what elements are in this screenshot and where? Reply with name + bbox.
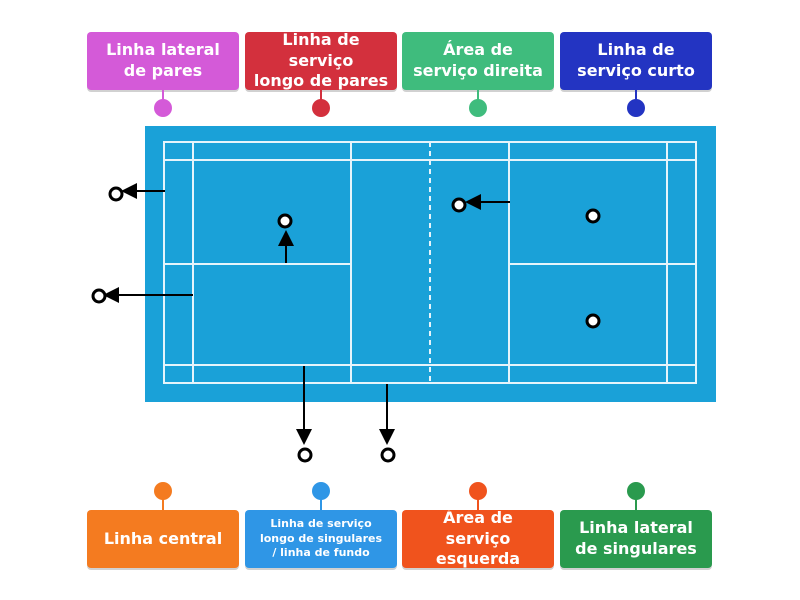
pin-dot: [312, 99, 330, 117]
label-left-service-area[interactable]: Área de serviço esquerda: [402, 508, 554, 568]
target-baseline[interactable]: [380, 447, 396, 463]
target-doubles-long-service[interactable]: [297, 447, 313, 463]
drop-targets: [91, 186, 601, 463]
target-doubles-sideline[interactable]: [108, 186, 124, 202]
target-right-service-area[interactable]: [585, 208, 601, 224]
label-singles-long-service[interactable]: Linha de serviço longo de singulares / l…: [245, 510, 397, 568]
pin-dot: [154, 482, 172, 500]
target-center-line[interactable]: [277, 213, 293, 229]
pin-stem: [477, 90, 479, 104]
pin-dot: [627, 99, 645, 117]
target-singles-sideline[interactable]: [91, 288, 107, 304]
label-short-service[interactable]: Linha de serviço curto: [560, 32, 712, 90]
pin-dot: [312, 482, 330, 500]
label-doubles-sideline[interactable]: Linha lateral de pares: [87, 32, 239, 90]
court-lines: [163, 141, 697, 384]
pin-stem: [162, 496, 164, 510]
pin-dot: [154, 99, 172, 117]
pin-stem: [635, 496, 637, 510]
label-doubles-long-service[interactable]: Linha de serviço longo de pares: [245, 30, 397, 90]
label-right-service-area[interactable]: Área de serviço direita: [402, 32, 554, 90]
pin-stem: [477, 496, 479, 510]
pin-dot: [627, 482, 645, 500]
target-left-service-area[interactable]: [585, 313, 601, 329]
pin-dot: [469, 99, 487, 117]
label-singles-sideline[interactable]: Linha lateral de singulares: [560, 510, 712, 568]
pin-stem: [320, 90, 322, 104]
pin-stem: [635, 90, 637, 104]
pointer-arrows: [103, 183, 510, 445]
label-center-line[interactable]: Linha central: [87, 510, 239, 568]
pin-stem: [320, 496, 322, 510]
pin-stem: [162, 90, 164, 104]
target-short-service[interactable]: [451, 197, 467, 213]
pin-dot: [469, 482, 487, 500]
